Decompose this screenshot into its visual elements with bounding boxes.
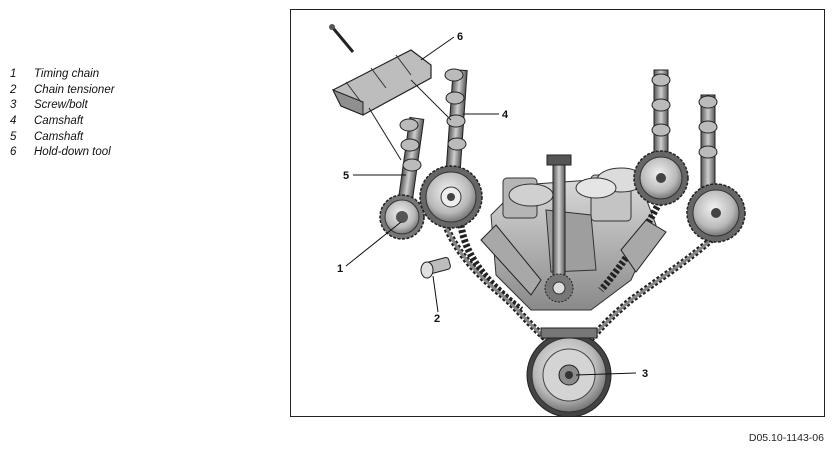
engine-timing-illustration: 1 2 3 4 5 6 [329,24,746,416]
legend-label: Camshaft [34,114,84,127]
callout-6: 6 [457,31,463,43]
legend-item-screw-bolt: 3 Screw/bolt [10,97,210,113]
figure-id: D05.10-1143-06 [748,432,824,444]
legend-item-hold-down-tool: 6 Hold-down tool [10,144,210,160]
parts-legend: 1 Timing chain 2 Chain tensioner 3 Screw… [10,66,210,160]
legend-item-chain-tensioner: 2 Chain tensioner [10,82,210,98]
legend-item-camshaft-4: 4 Camshaft [10,113,210,129]
legend-item-timing-chain: 1 Timing chain [10,66,210,82]
camshaft-right-rear [651,69,671,171]
camshaft-4 [444,68,468,191]
chain-guides [480,219,667,296]
legend-number: 5 [10,130,17,143]
callout-1: 1 [337,263,343,275]
camshaft-right-front [698,94,718,196]
crankshaft-pulley [526,327,612,416]
chain-tensioner [420,257,451,279]
callout-5: 5 [343,170,349,182]
legend-label: Hold-down tool [34,146,111,159]
hold-down-tool [329,24,452,161]
sprocket-left-rear [379,194,425,240]
legend-label: Camshaft [34,130,84,143]
sprocket-right-front [686,183,746,243]
legend-number: 1 [10,67,17,80]
callout-lines [345,36,637,376]
sprocket-right-rear [633,150,689,206]
diagram-frame: 1 2 3 4 5 6 [290,9,825,417]
legend-label: Chain tensioner [34,83,115,96]
legend-number: 3 [10,99,17,112]
legend-label: Timing chain [34,67,100,80]
legend-item-camshaft-5: 5 Camshaft [10,129,210,145]
sprocket-intermediate [544,273,574,303]
legend-number: 2 [10,83,17,96]
legend-number: 4 [10,114,17,127]
legend-number: 6 [10,146,17,159]
sprocket-left-front [419,165,483,229]
callout-4: 4 [502,109,509,121]
camshaft-5 [396,116,425,210]
legend-label: Screw/bolt [34,99,88,112]
callout-3: 3 [642,368,648,380]
callout-2: 2 [434,313,440,325]
